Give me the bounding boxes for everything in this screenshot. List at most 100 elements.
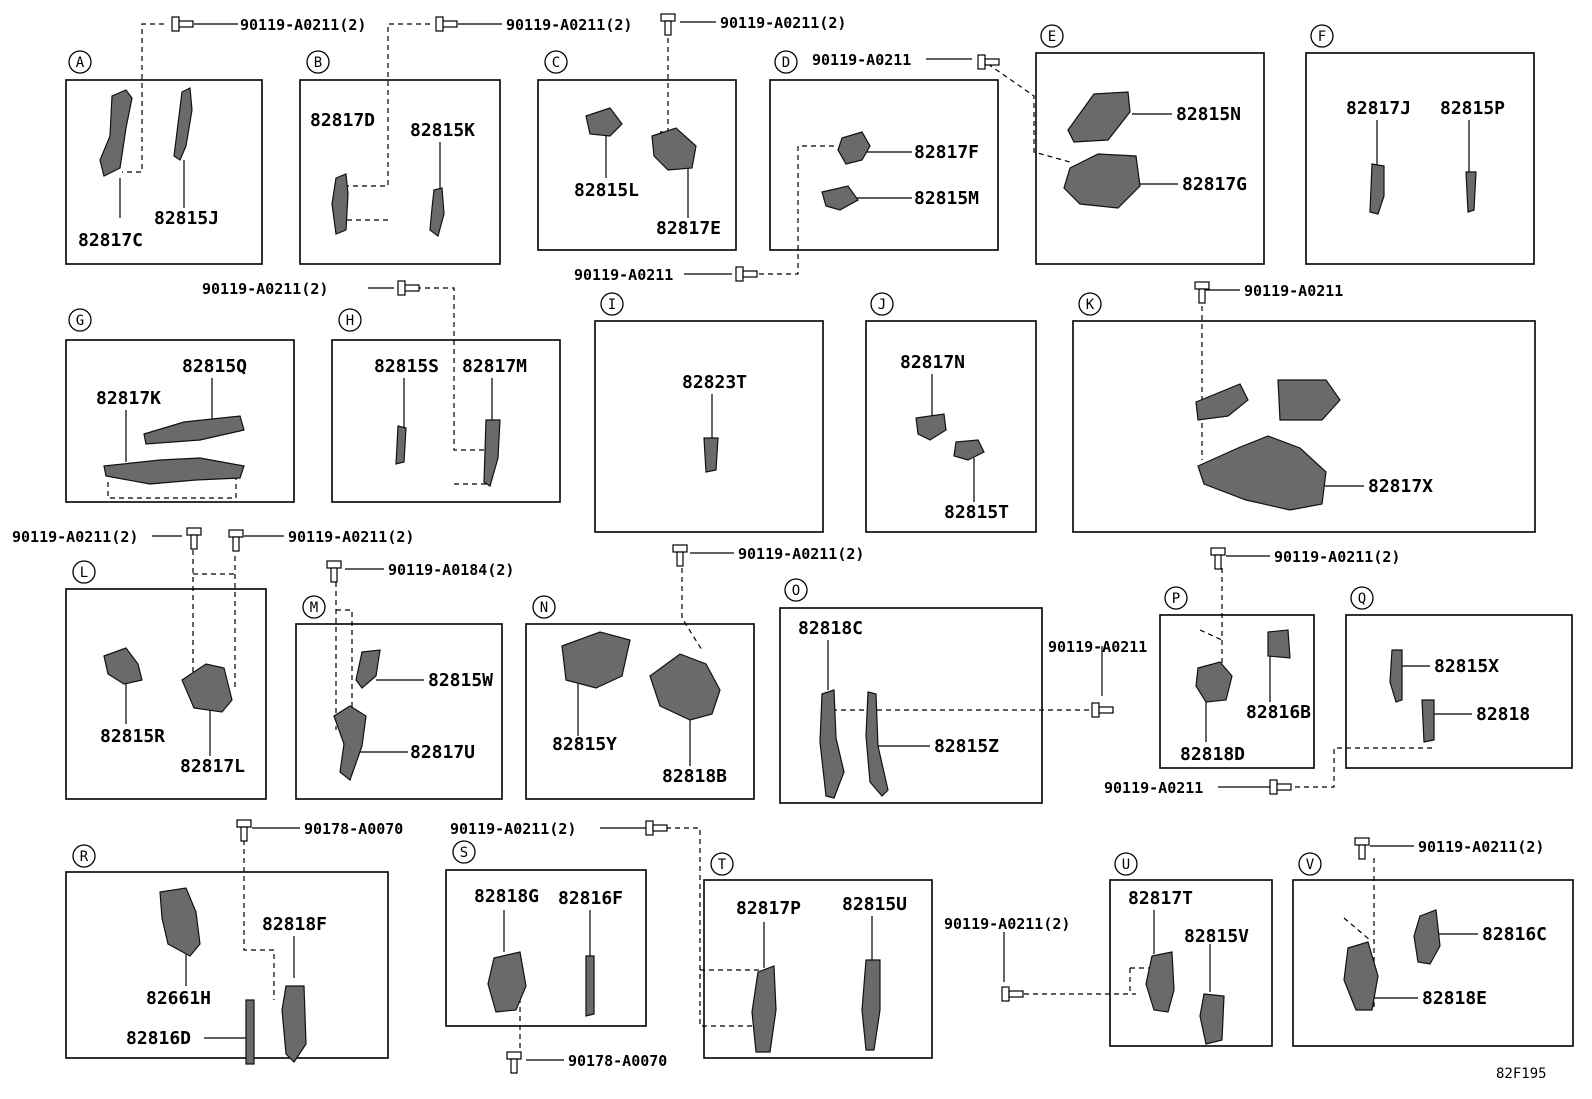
part-shape-82817m [483, 419, 501, 487]
part-shape-82818d [1195, 661, 1233, 703]
group-box-d [769, 79, 999, 251]
dashed-connector [666, 827, 760, 1027]
group-circle [1298, 852, 1322, 876]
part-shape-82815v [1199, 993, 1225, 1045]
part-shape-82817t [1145, 951, 1175, 1013]
part-label: 82818C [798, 618, 863, 639]
group-letter: Q [1358, 591, 1366, 607]
part-label: 82817X [1368, 476, 1433, 497]
group-letter: T [718, 857, 727, 873]
group-circle [338, 308, 362, 332]
part-label: 82815N [1176, 104, 1241, 125]
group-letter: H [346, 313, 354, 329]
group-circle [1164, 586, 1188, 610]
part-shape-82816d [245, 999, 255, 1065]
group-marker-n: N [532, 595, 556, 619]
part-label: 82818 [1476, 704, 1530, 725]
part-shape-82817e [651, 127, 697, 171]
part-label: 82818F [262, 914, 327, 935]
group-box-v [1292, 879, 1574, 1047]
part-label: 82815U [842, 894, 907, 915]
part-shape-82818g [487, 951, 527, 1013]
dashed-connector [1199, 629, 1223, 641]
part-label: 82816C [1482, 924, 1547, 945]
bolt-icon [186, 527, 202, 550]
group-marker-v: V [1298, 852, 1322, 876]
part-shape-82815t [953, 439, 985, 461]
bolt-callout: 90119-A0211(2) [738, 545, 864, 563]
bolt-icon [1194, 281, 1210, 304]
group-circle [1040, 24, 1064, 48]
bolt-callout: 90119-A0211(2) [202, 280, 328, 298]
group-marker-c: C [544, 50, 568, 74]
bolt-callout: 90119-A0211 [812, 51, 911, 69]
part-label: 82815S [374, 356, 439, 377]
group-box-n [525, 623, 755, 800]
part-shape-82818 [1421, 699, 1435, 743]
part-label: 82815L [574, 180, 639, 201]
group-marker-q: Q [1350, 586, 1374, 610]
bolt-icon [1210, 547, 1226, 570]
part-label: 82815V [1184, 926, 1249, 947]
group-marker-r: R [72, 844, 96, 868]
bolt-icon [397, 280, 420, 296]
group-box-i [594, 320, 824, 533]
group-marker-p: P [1164, 586, 1188, 610]
part-shape-82815x [1389, 649, 1403, 703]
part-shape-82815z [865, 691, 889, 797]
bolt-icon [236, 819, 252, 842]
group-letter: U [1122, 857, 1130, 873]
bolt-callout: 90119-A0211(2) [12, 528, 138, 546]
part-label: 82815M [914, 188, 979, 209]
part-label: 82816F [558, 888, 623, 909]
group-marker-l: L [72, 560, 96, 584]
bolt-callout: 90119-A0211(2) [288, 528, 414, 546]
bolt-callout: 90119-A0211 [574, 266, 673, 284]
part-label: 82817U [410, 742, 475, 763]
part-shape-k-piece [1195, 383, 1249, 421]
group-letter: G [76, 313, 84, 329]
group-marker-h: H [338, 308, 362, 332]
group-box-k [1072, 320, 1536, 533]
part-shape-82818c [819, 689, 845, 799]
group-box-m [295, 623, 503, 800]
bolt-icon [1091, 702, 1114, 718]
bolt-icon [645, 820, 668, 836]
bolt-icon [977, 54, 1000, 70]
part-shape-82817x [1197, 435, 1327, 511]
part-label: 82815Z [934, 736, 999, 757]
group-letter: N [540, 600, 548, 616]
part-label: 82815Y [552, 734, 617, 755]
group-marker-b: B [306, 50, 330, 74]
group-box-j [865, 320, 1037, 533]
group-letter: C [552, 55, 560, 71]
part-label: 82817J [1346, 98, 1411, 119]
dashed-connector [1286, 747, 1434, 788]
dashed-connector [1343, 917, 1371, 941]
group-circle [710, 852, 734, 876]
part-label: 82817F [914, 142, 979, 163]
group-circle [72, 560, 96, 584]
part-shape-82815r [103, 647, 143, 685]
group-letter: M [310, 600, 318, 616]
group-letter: D [782, 55, 790, 71]
group-letter: F [1318, 29, 1326, 45]
part-shape-82817d [331, 173, 349, 235]
dashed-connector [681, 568, 703, 651]
group-letter: A [76, 55, 85, 71]
bolt-icon [171, 16, 194, 32]
group-box-l [65, 588, 267, 800]
group-letter: P [1172, 591, 1180, 607]
part-shape-82817f [837, 131, 871, 165]
part-label: 82818D [1180, 744, 1245, 765]
group-marker-m: M [302, 595, 326, 619]
part-shape-82817l [181, 663, 233, 713]
group-circle [774, 50, 798, 74]
group-letter: R [80, 849, 89, 865]
part-label: 82815W [428, 670, 493, 691]
dashed-connector [107, 478, 237, 499]
part-label: 82817P [736, 898, 801, 919]
group-letter: L [80, 565, 88, 581]
dashed-connector [416, 287, 490, 451]
group-marker-k: K [1078, 292, 1102, 316]
